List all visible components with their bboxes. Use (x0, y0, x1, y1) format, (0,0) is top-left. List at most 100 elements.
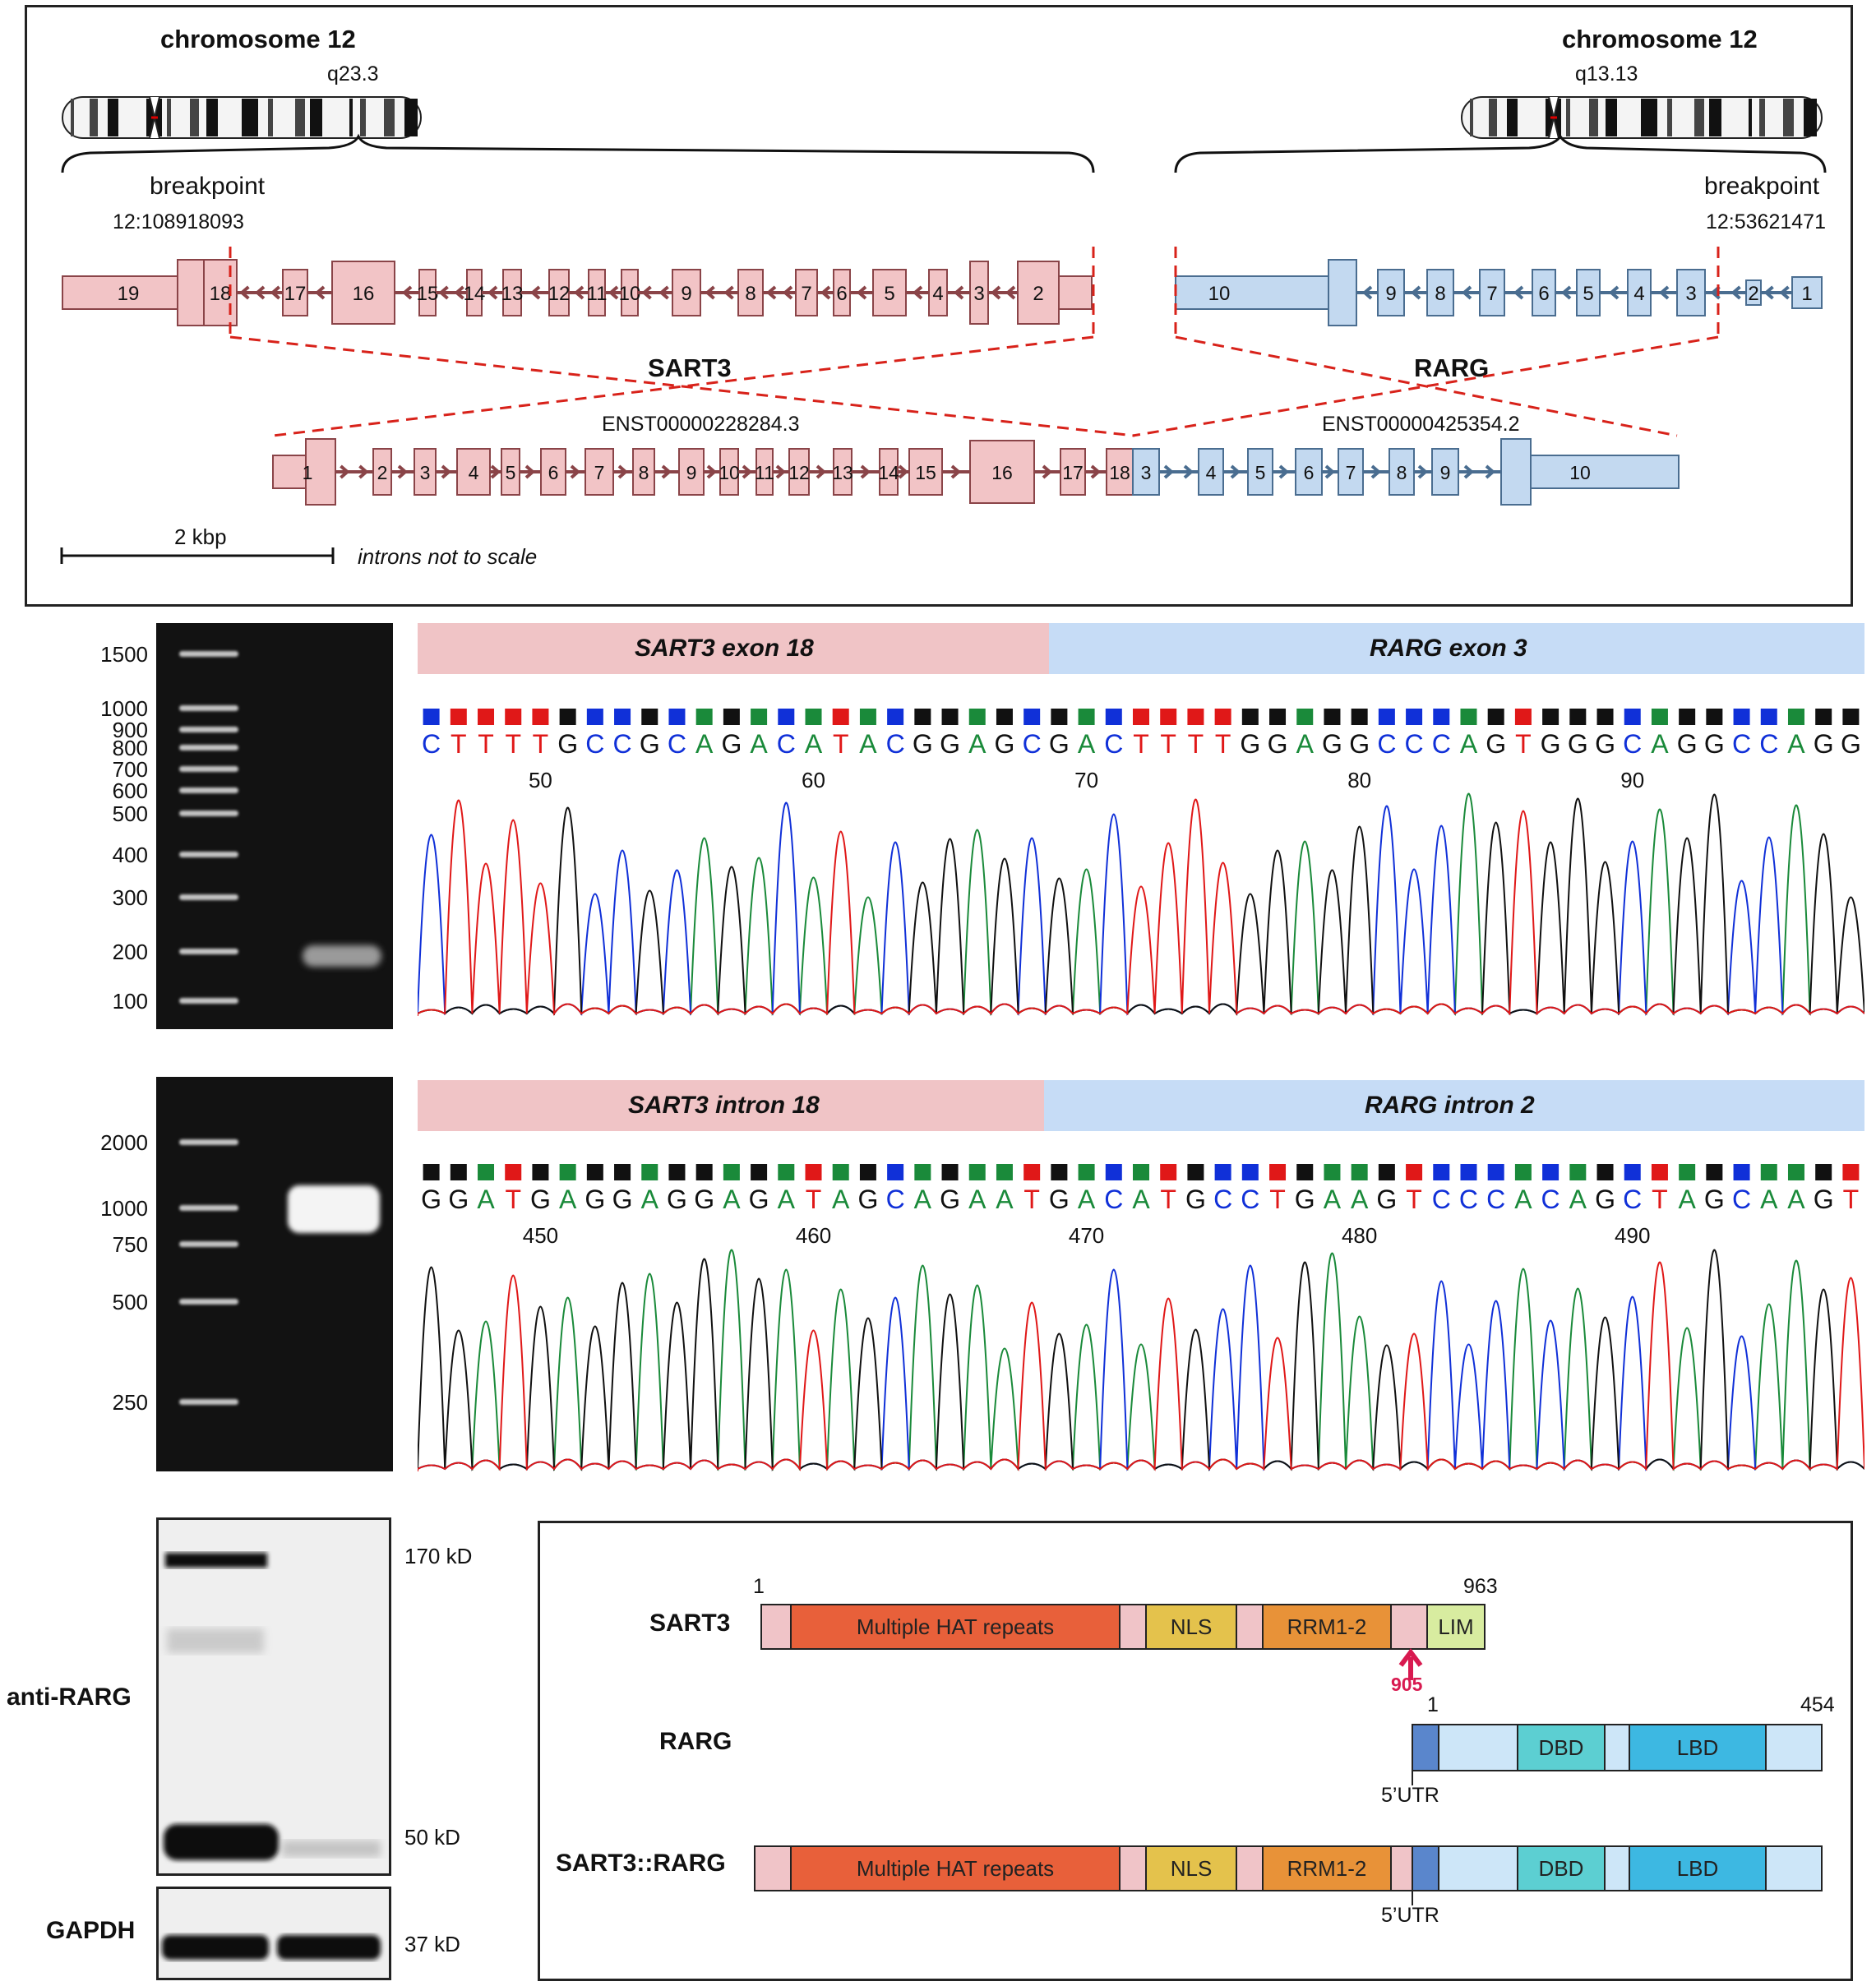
rarg-exon-banner-label: RARG exon 3 (1370, 635, 1527, 662)
base-call: T (478, 729, 494, 759)
quality-square (1733, 709, 1750, 725)
ideogram-band (1694, 99, 1704, 136)
fusion-intron-arrow (775, 464, 787, 479)
quality-square (1760, 1164, 1777, 1180)
quality-square (478, 709, 495, 725)
base-call: C (886, 1185, 905, 1214)
fusion-exon-number: 4 (469, 462, 479, 483)
fusion-intron-arrow (397, 464, 409, 479)
intron-direction-arrow (953, 285, 964, 300)
intron-direction-arrow (1461, 285, 1472, 300)
quality-square (641, 1164, 658, 1180)
ideogram-band (1489, 99, 1497, 136)
fusion-intron-arrow (441, 464, 452, 479)
base-call: G (1049, 729, 1070, 759)
base-call: A (996, 1185, 1014, 1214)
exon-number: 7 (1486, 283, 1497, 305)
fusion-intron-arrow (1324, 464, 1336, 479)
base-call: A (859, 729, 877, 759)
quality-square (1569, 1164, 1587, 1180)
breakpoint-dashed-lines (229, 247, 1720, 437)
quality-square (941, 1164, 959, 1180)
base-call: A (1351, 1185, 1369, 1214)
fusion-exon-box (1530, 455, 1680, 489)
base-call: A (641, 1185, 659, 1214)
exon-number: 1 (1801, 283, 1812, 305)
fusion-exon-box (969, 440, 1035, 504)
quality-square (614, 1164, 631, 1180)
fusion-protein-label: SART3::RARG (556, 1850, 726, 1877)
ladder-band (179, 727, 238, 732)
quality-square (1815, 709, 1832, 725)
base-call: G (1268, 729, 1288, 759)
sart3-linker (760, 1604, 792, 1650)
base-call: G (1049, 1185, 1070, 1214)
exon-box (1532, 269, 1556, 316)
exon-number: 2 (1033, 283, 1043, 305)
intron-direction-arrow (856, 285, 867, 300)
position-number: 490 (1615, 1223, 1650, 1248)
quality-square (1787, 709, 1804, 725)
rarg-transcript-id: ENST00000425354.2 (1322, 413, 1520, 436)
ideogram-band (90, 99, 98, 136)
breakpoint-dash (1175, 335, 1678, 437)
ladder-size-label: 400 (112, 843, 148, 867)
ladder-size-label: 100 (112, 989, 148, 1014)
fusion-exon-number: 8 (1397, 462, 1407, 483)
quality-square (1542, 1164, 1559, 1180)
intron-direction-arrow (765, 285, 777, 300)
fusion-exon-box (272, 455, 307, 489)
ideogram-band (1749, 99, 1752, 136)
fusion-exon-number: 3 (420, 462, 431, 483)
exon-number: 15 (417, 283, 439, 305)
ideogram-band (1783, 99, 1794, 136)
quality-square (1051, 1164, 1068, 1180)
sart3-linker (1236, 1604, 1264, 1650)
quality-square (1324, 1164, 1341, 1180)
exon-box (548, 269, 570, 316)
exon-box (1627, 269, 1652, 316)
base-call: C (1023, 729, 1042, 759)
base-call: T (1160, 1185, 1176, 1214)
fusion-exon-number: 10 (719, 462, 740, 483)
quality-square (1596, 1164, 1614, 1180)
quality-square (1078, 1164, 1095, 1180)
quality-square (968, 709, 986, 725)
fusion-intron-arrow (1463, 464, 1475, 479)
intron-direction-arrow (1730, 285, 1741, 300)
quality-square (586, 1164, 603, 1180)
quality-square (1406, 709, 1423, 725)
ladder-size-label: 500 (112, 801, 148, 826)
fusion-hat-domain-label: Multiple HAT repeats (857, 1856, 1054, 1881)
base-call: T (1023, 1185, 1040, 1214)
fusion-exon-number: 4 (1206, 462, 1217, 483)
quality-square (1706, 709, 1723, 725)
fusion-exon-number: 14 (878, 462, 899, 483)
quality-square (1760, 709, 1777, 725)
exon-box (1328, 259, 1357, 326)
exon-number: 10 (619, 283, 641, 305)
right-chromosome-ideogram (1461, 96, 1823, 139)
fusion-exon-number: 12 (788, 462, 810, 483)
ideogram-band (108, 99, 118, 136)
position-number: 460 (796, 1223, 831, 1248)
ideogram-band (190, 99, 199, 136)
quality-square (1569, 709, 1587, 725)
quality-square (1078, 709, 1095, 725)
base-call: A (1460, 729, 1478, 759)
position-number: 90 (1620, 768, 1644, 792)
sart3-intron-banner-label: SART3 intron 18 (628, 1092, 820, 1119)
base-call: G (857, 1185, 878, 1214)
fusion-exon-number: 3 (1141, 462, 1152, 483)
quality-square (805, 709, 822, 725)
fusion-dbd-domain-label: DBD (1539, 1856, 1584, 1881)
intron-direction-arrow (1361, 285, 1373, 300)
fusion-exon-number: 15 (915, 462, 936, 483)
base-call: A (1296, 729, 1315, 759)
ladder-band (179, 766, 238, 772)
quality-square (559, 709, 576, 725)
base-call: G (1349, 729, 1370, 759)
base-call: A (778, 1185, 796, 1214)
